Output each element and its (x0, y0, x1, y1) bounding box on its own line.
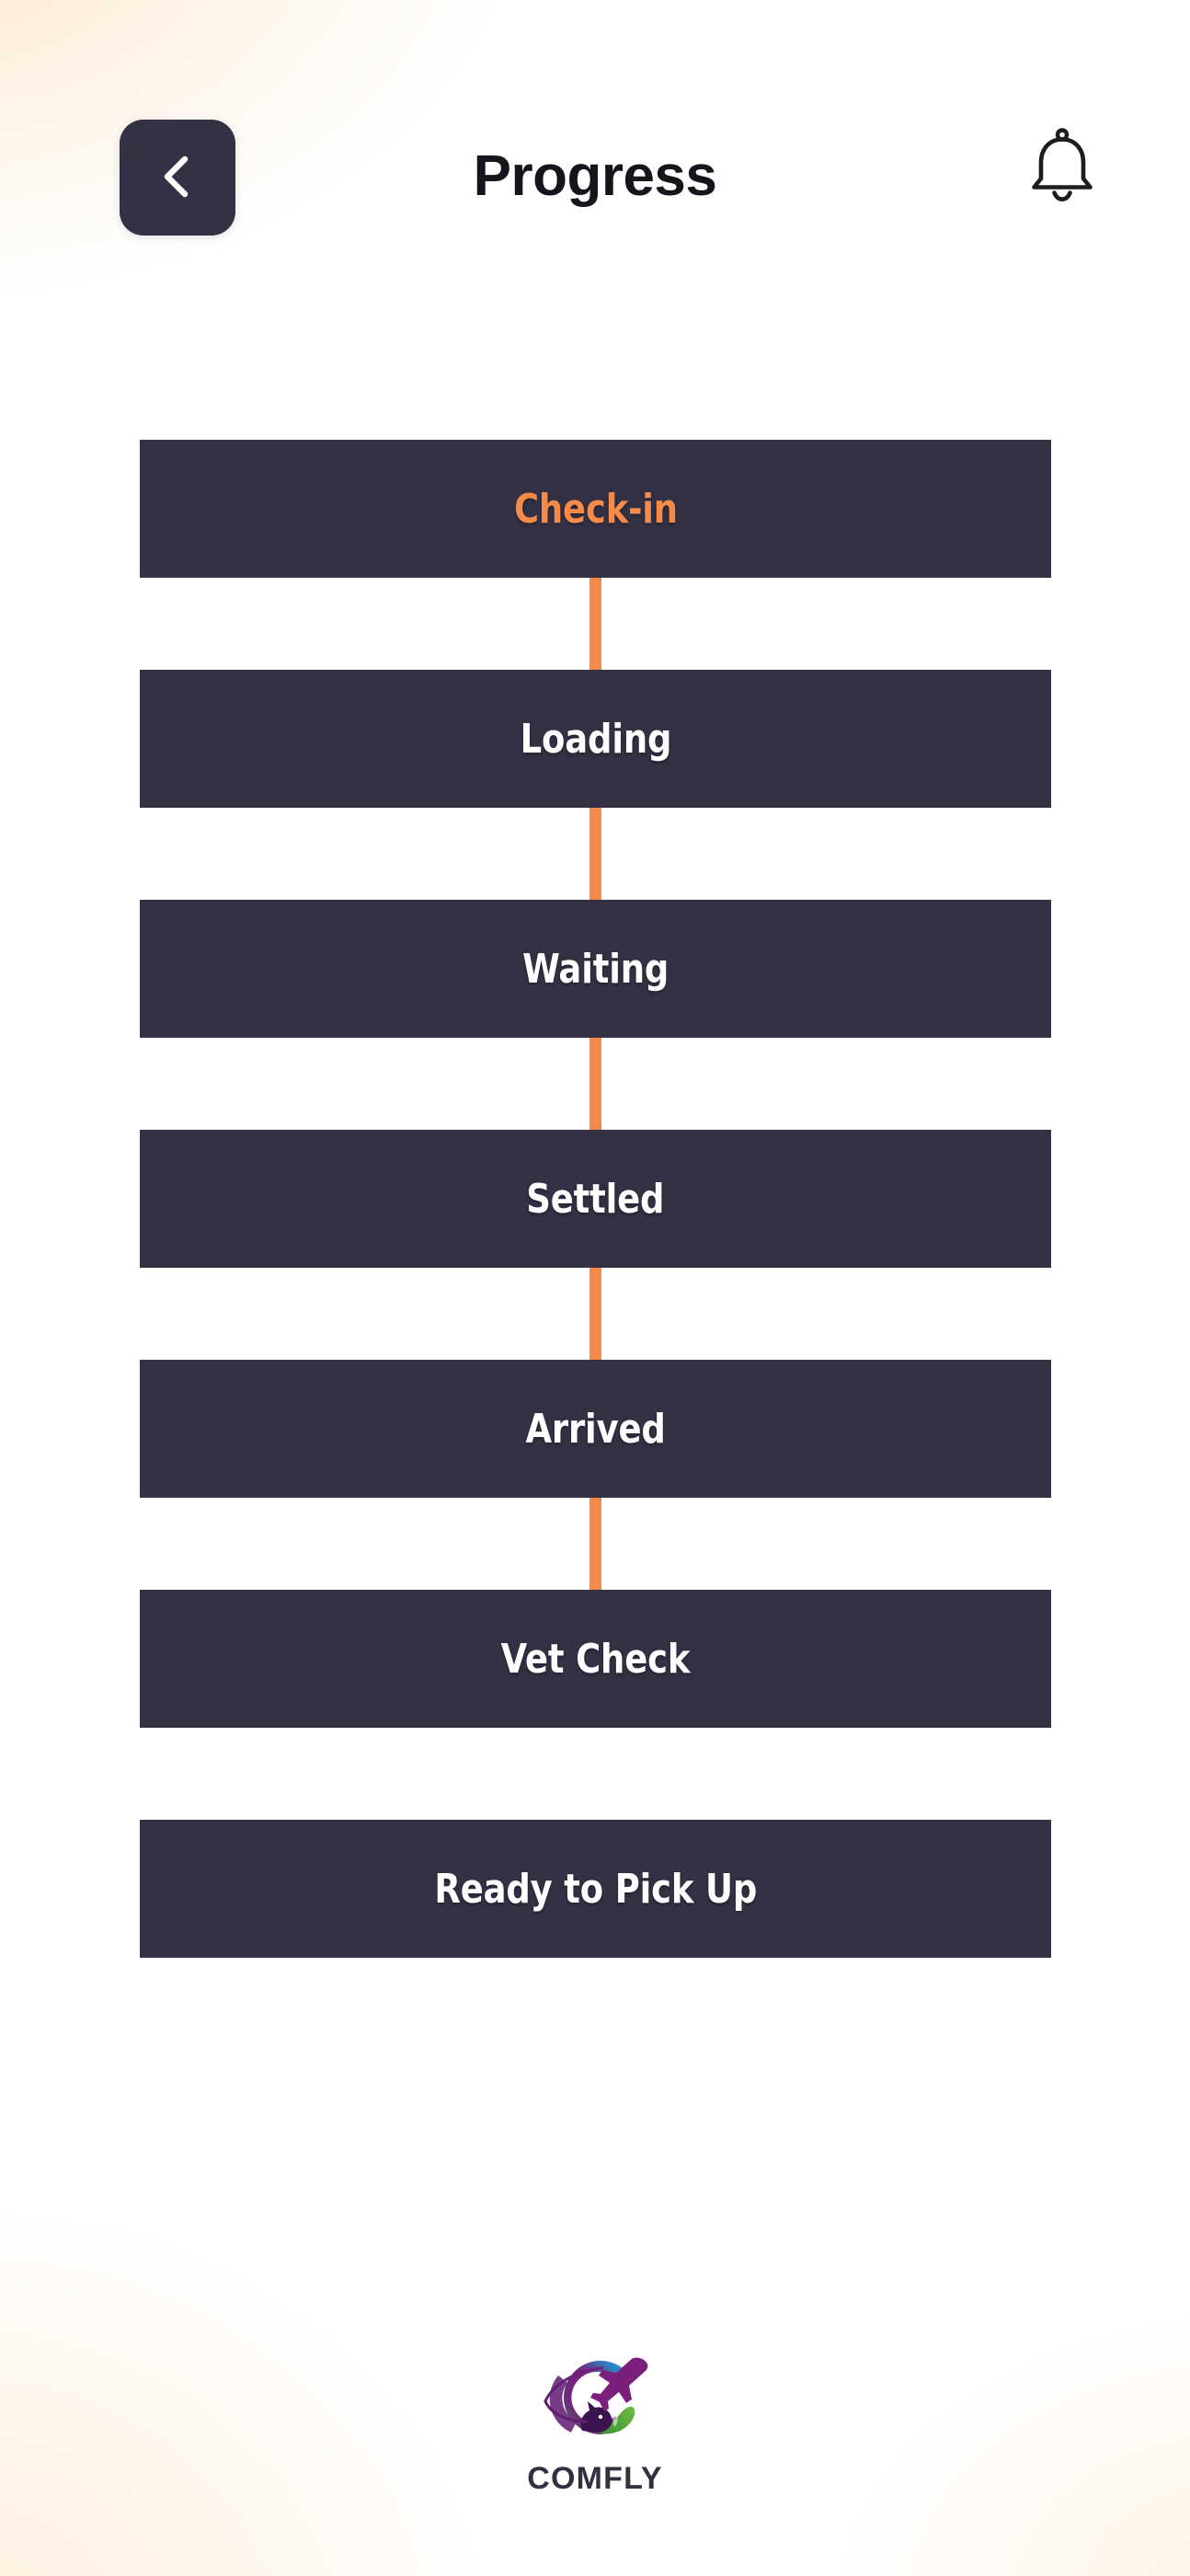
timeline-step-label: Arrived (525, 1405, 666, 1453)
timeline-step-label: Vet Check (500, 1635, 691, 1683)
chevron-left-icon (153, 152, 202, 204)
brand-name: COMFLY (527, 2461, 663, 2496)
timeline-step-arrived[interactable]: Arrived (140, 1360, 1051, 1498)
timeline-step-label: Settled (526, 1175, 665, 1223)
bell-icon (1025, 126, 1099, 208)
timeline-step-ready-to-pick-up[interactable]: Ready to Pick Up (140, 1820, 1051, 1958)
page-title: Progress (473, 144, 717, 208)
timeline-step-check-in[interactable]: Check-in (140, 440, 1051, 578)
back-button[interactable] (120, 120, 235, 236)
progress-timeline: Check-in Loading Waiting Settled Arrived… (140, 440, 1051, 1958)
timeline-step-label: Check-in (513, 485, 678, 533)
notifications-button[interactable] (1012, 116, 1113, 217)
timeline-step-label: Loading (520, 715, 671, 763)
timeline-step-settled[interactable]: Settled (140, 1130, 1051, 1268)
comfly-logo-icon (534, 2344, 656, 2455)
brand-footer: COMFLY (0, 2344, 1190, 2497)
page-header: Progress (0, 0, 1190, 359)
timeline-step-loading[interactable]: Loading (140, 670, 1051, 808)
timeline-step-label: Waiting (522, 945, 669, 993)
timeline-step-label: Ready to Pick Up (434, 1865, 757, 1913)
timeline-step-waiting[interactable]: Waiting (140, 900, 1051, 1038)
timeline-step-vet-check[interactable]: Vet Check (140, 1590, 1051, 1728)
